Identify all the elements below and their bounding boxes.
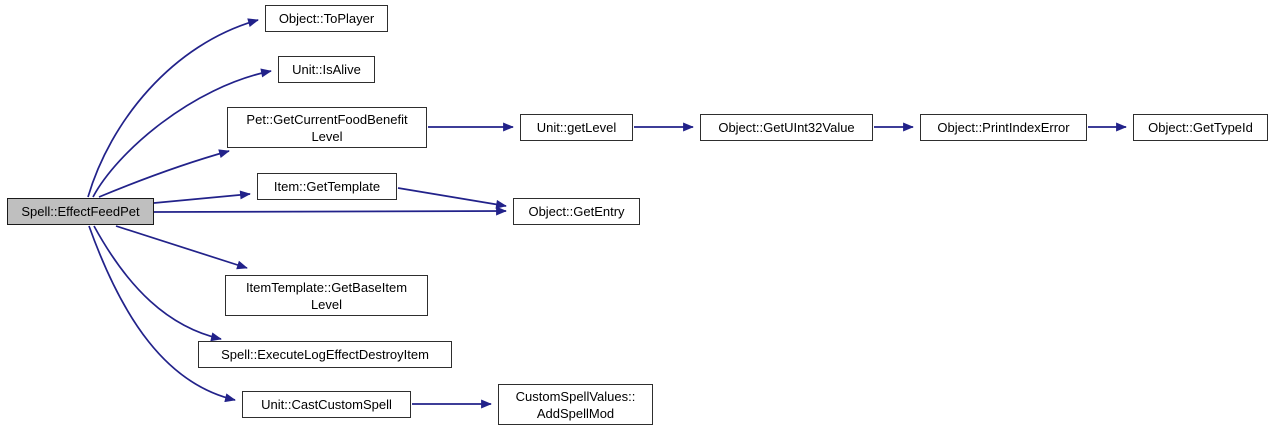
node-custom-spell-values-add-spell-mod[interactable]: CustomSpellValues:: AddSpellMod xyxy=(498,384,653,425)
node-object-get-entry[interactable]: Object::GetEntry xyxy=(513,198,640,225)
edge-root-to-executelogeffectdestroyitem xyxy=(93,225,222,342)
node-unit-is-alive[interactable]: Unit::IsAlive xyxy=(278,56,375,83)
node-label: Object::PrintIndexError xyxy=(937,120,1070,135)
edge-root-to-isalive xyxy=(92,68,272,198)
node-spell-execute-log-effect-destroy-item[interactable]: Spell::ExecuteLogEffectDestroyItem xyxy=(198,341,452,368)
node-label: Unit::getLevel xyxy=(536,120,617,135)
node-object-print-index-error[interactable]: Object::PrintIndexError xyxy=(920,114,1087,141)
node-label: Item::GetTemplate xyxy=(273,179,381,194)
node-label: Spell::ExecuteLogEffectDestroyItem xyxy=(221,347,429,362)
node-label: Spell::EffectFeedPet xyxy=(21,204,140,219)
node-unit-get-level[interactable]: Unit::getLevel xyxy=(520,114,633,141)
edge-root-to-castcustomspell xyxy=(88,225,236,403)
node-item-get-template[interactable]: Item::GetTemplate xyxy=(257,173,397,200)
node-object-to-player[interactable]: Object::ToPlayer xyxy=(265,5,388,32)
node-pet-get-current-food-benefit-level[interactable]: Pet::GetCurrentFoodBenefit Level xyxy=(227,107,427,148)
node-label: Unit::IsAlive xyxy=(292,62,361,77)
node-object-get-uint32-value[interactable]: Object::GetUInt32Value xyxy=(700,114,873,141)
edge-root-to-getcurrentfoodbenefitlevel xyxy=(98,149,230,198)
node-label: Object::GetEntry xyxy=(528,204,625,219)
node-item-template-get-base-item-level[interactable]: ItemTemplate::GetBaseItem Level xyxy=(225,275,428,316)
node-label: CustomSpellValues:: AddSpellMod xyxy=(515,388,636,421)
node-label: Pet::GetCurrentFoodBenefit Level xyxy=(246,111,408,144)
node-spell-effect-feed-pet[interactable]: Spell::EffectFeedPet xyxy=(7,198,154,225)
node-label: Unit::CastCustomSpell xyxy=(261,397,392,412)
node-label: Object::GetTypeId xyxy=(1148,120,1253,135)
edge-root-to-gettemplate xyxy=(153,190,251,204)
node-label: ItemTemplate::GetBaseItem Level xyxy=(245,279,408,312)
node-unit-cast-custom-spell[interactable]: Unit::CastCustomSpell xyxy=(242,391,411,418)
edge-root-to-getbaseitemlevel xyxy=(115,225,248,270)
edge-root-to-toplayer xyxy=(87,18,259,198)
edge-gettemplate-to-getentry xyxy=(397,187,507,209)
node-object-get-type-id[interactable]: Object::GetTypeId xyxy=(1133,114,1268,141)
node-label: Object::ToPlayer xyxy=(278,11,375,26)
node-label: Object::GetUInt32Value xyxy=(718,120,855,135)
edge-root-to-getentry xyxy=(153,206,507,216)
